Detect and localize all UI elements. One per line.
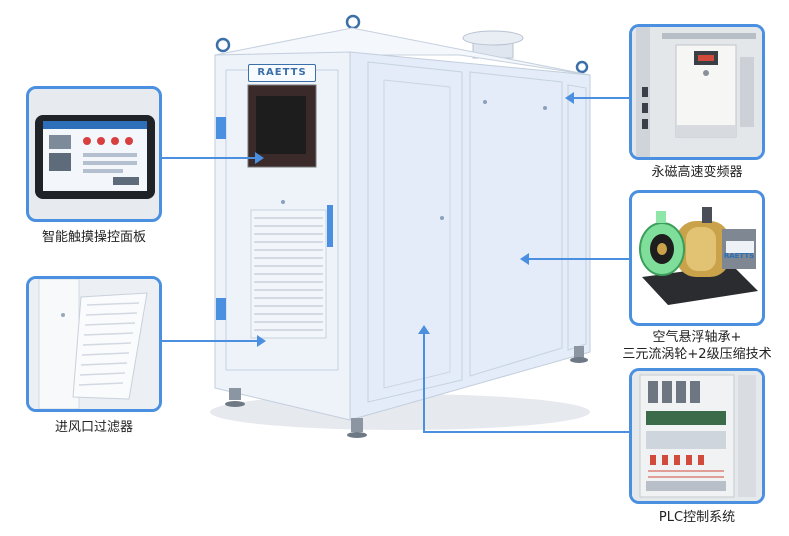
connector-vfd (572, 97, 630, 99)
turbo-compressor-icon (639, 207, 758, 305)
callout-touch-panel (26, 86, 162, 222)
callout-vfd-label: 永磁高速变频器 (651, 165, 743, 180)
connector-compressor (528, 258, 630, 260)
touchscreen-icon (35, 115, 155, 199)
arrow-icon (520, 253, 529, 265)
inverter-icon (632, 27, 762, 157)
callout-inlet-filter (26, 276, 162, 412)
callout-plc (629, 368, 765, 504)
arrow-icon (565, 92, 574, 104)
compressor-brand-plate: RAETTS (723, 252, 755, 260)
callout-inlet-filter-label: 进风口过滤器 (54, 420, 133, 435)
arrow-icon (255, 152, 264, 164)
connector-plc (424, 431, 630, 433)
machine-brand-plate: RAETTS (248, 64, 316, 82)
filter-louver-icon (29, 279, 159, 409)
callout-vfd (629, 24, 765, 160)
callout-touch-panel-label: 智能触摸操控面板 (41, 230, 146, 245)
callout-compressor-label-line2: 三元流涡轮+2级压缩技术 (622, 347, 772, 362)
connector-inlet-filter (161, 340, 259, 342)
plc-cabinet-icon (632, 371, 762, 501)
connector-touch-panel (161, 157, 257, 159)
arrow-icon (418, 325, 430, 334)
callout-plc-label: PLC控制系统 (658, 510, 736, 525)
callout-compressor-label-line1: 空气悬浮轴承+ (652, 330, 742, 345)
connector-plc-vertical (423, 333, 425, 433)
arrow-icon (257, 335, 266, 347)
callout-compressor: RAETTS (629, 190, 765, 326)
